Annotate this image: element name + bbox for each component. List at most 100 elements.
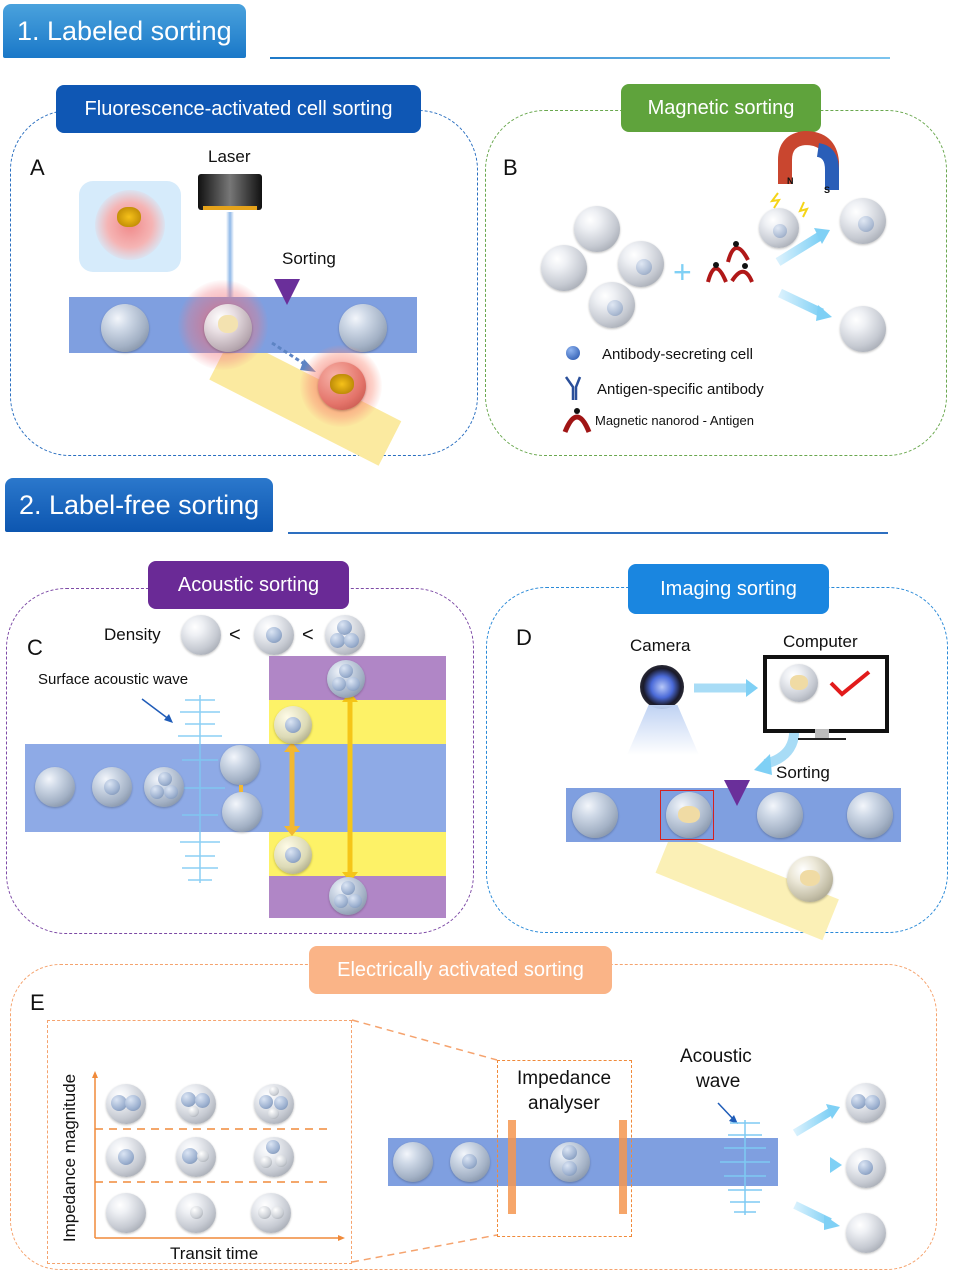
impedance-analyser-region (497, 1060, 632, 1237)
panel-a-title: Fluorescence-activated cell sorting (56, 85, 421, 133)
panel-e-title: Electrically activated sorting (309, 946, 612, 994)
panel-b-title: Magnetic sorting (621, 84, 821, 132)
density-cell-high (325, 615, 365, 655)
impedance-plot-inset (47, 1020, 352, 1264)
plot-cell (176, 1193, 216, 1233)
plot-cell (176, 1084, 216, 1124)
cell (92, 767, 132, 807)
panel-letter-b: B (503, 155, 518, 180)
electrode-left (508, 1120, 516, 1214)
high-density-cell (327, 660, 365, 698)
legend-magnetic-nanorod-antigen: Magnetic nanorod - Antigen (595, 413, 754, 428)
detection-box (660, 790, 714, 840)
surface-acoustic-wave-label: Surface acoustic wave (38, 671, 189, 688)
unsorted-cell (840, 306, 886, 352)
impedance-analyser-label-line1: Impedance (517, 1068, 612, 1089)
sorting-label: Sorting (776, 763, 830, 782)
cell (541, 245, 587, 291)
cell (393, 1142, 433, 1182)
electrode-right (619, 1120, 627, 1214)
sorted-antibody-cell (840, 198, 886, 244)
acoustic-wave-label-line1: Acoustic (680, 1046, 752, 1067)
camera-label: Camera (630, 636, 691, 655)
mid-density-cell (274, 706, 312, 744)
density-label: Density (104, 625, 161, 644)
fluorescent-nucleus-icon (330, 374, 354, 394)
camera-icon (640, 665, 684, 709)
computer-label: Computer (783, 632, 858, 651)
mid-density-cell (274, 836, 312, 874)
section-title-labeled-sorting: 1. Labeled sorting (3, 4, 246, 58)
fluorescent-nucleus-icon (117, 207, 141, 227)
target-cell (666, 792, 712, 838)
plot-cell (254, 1137, 294, 1177)
cell (847, 792, 893, 838)
magnet-south-label: S (824, 185, 831, 195)
cell (101, 304, 149, 352)
cell (450, 1142, 490, 1182)
cell (574, 206, 620, 252)
legend-antigen-specific-antibody: Antigen-specific antibody (597, 381, 764, 398)
plot-cell (106, 1084, 146, 1124)
magnet-north-label: N (787, 176, 794, 186)
monitor-stand (815, 729, 829, 739)
less-than-sign: < (229, 624, 241, 646)
high-density-cell (329, 877, 367, 915)
sorted-cell-one-nucleus (846, 1148, 886, 1188)
blue-sphere-icon (566, 346, 580, 360)
laser-objective-icon (198, 174, 262, 210)
imaged-cell (780, 664, 818, 702)
cell (144, 767, 184, 807)
cell (572, 792, 618, 838)
plus-icon: + (673, 254, 692, 290)
section-divider (288, 532, 888, 534)
section-title-label-free-sorting: 2. Label-free sorting (5, 478, 274, 532)
cell (550, 1142, 590, 1182)
panel-letter-d: D (516, 625, 532, 650)
acoustic-wave-label-line2: wave (696, 1071, 741, 1092)
density-cell-mid (254, 615, 294, 655)
sorted-cell (787, 856, 833, 902)
panel-c-title: Acoustic sorting (148, 561, 349, 609)
section-divider (270, 57, 890, 59)
plot-cell (106, 1193, 146, 1233)
panel-d-title: Imaging sorting (628, 564, 829, 614)
density-cell-low (181, 615, 221, 655)
cell-nucleus (218, 315, 238, 333)
cell (222, 792, 262, 832)
antibody-secreting-cell (618, 241, 664, 287)
cell (757, 792, 803, 838)
sorting-marker-icon (274, 279, 300, 305)
plot-cell (176, 1137, 216, 1177)
less-than-sign: < (302, 624, 314, 646)
sorted-cell-two-nuclei (846, 1083, 886, 1123)
antibody-secreting-cell (589, 282, 635, 328)
cell (339, 304, 387, 352)
x-axis-label: Transit time (170, 1244, 259, 1263)
plot-cell (254, 1084, 294, 1124)
monitor-base (798, 738, 846, 740)
panel-letter-a: A (30, 155, 45, 180)
laser-label: Laser (208, 147, 251, 166)
panel-letter-e: E (30, 990, 45, 1015)
sorting-label: Sorting (282, 249, 336, 268)
impedance-analyser-label-line2: analyser (528, 1093, 600, 1114)
cell (35, 767, 75, 807)
sorted-cell-empty (846, 1213, 886, 1253)
plot-cell (251, 1193, 291, 1233)
magnetically-labeled-cell (759, 208, 799, 248)
legend-antibody-secreting-cell: Antibody-secreting cell (602, 346, 753, 363)
plot-cell (106, 1137, 146, 1177)
laser-beam (226, 212, 234, 300)
panel-letter-c: C (27, 635, 43, 660)
